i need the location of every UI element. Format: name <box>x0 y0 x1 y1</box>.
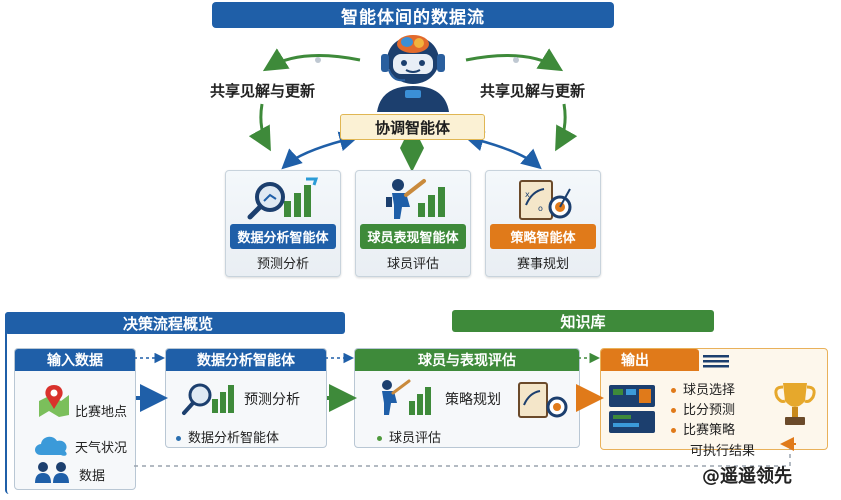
output-item-text: 比赛策略 <box>683 423 736 438</box>
coordinator-label: 协调智能体 <box>340 114 485 140</box>
knowledge-header: 知识库 <box>452 310 714 332</box>
dashboard-screens-icon <box>609 385 655 433</box>
analysis-bullet-text: 数据分析智能体 <box>188 431 280 446</box>
output-item-player-selection: 球员选择 <box>671 379 735 398</box>
bullet-dot <box>671 388 676 393</box>
output-item-actionable-result: 可执行结果 <box>690 444 756 459</box>
player-eval-bullet-text: 球员评估 <box>389 431 442 446</box>
strategy-board-target-icon: x o <box>519 180 572 220</box>
output-header: 输出 <box>601 349 699 371</box>
trophy-icon <box>774 383 816 425</box>
players-icon <box>35 462 69 483</box>
cloud-icon <box>35 436 67 456</box>
player-eval-box: 球员与表现评估 策略规划 球员评估 <box>354 348 580 448</box>
decision-header: 决策流程概览 <box>5 312 345 334</box>
batter-chart-icon <box>386 179 445 219</box>
bullet-dot <box>176 436 181 441</box>
player-eval-main: 策略规划 <box>445 392 501 408</box>
agent-label: 球员表现智能体 <box>360 224 466 249</box>
agent-label: 数据分析智能体 <box>230 224 336 249</box>
agent-label: 策略智能体 <box>490 224 596 249</box>
input-item-data: 数据 <box>79 469 106 484</box>
output-item-text: 比分预测 <box>683 403 736 418</box>
batter-chart-icon <box>382 379 431 415</box>
agent-subtitle: 球员评估 <box>386 257 439 272</box>
svg-text:x: x <box>525 190 530 199</box>
menu-lines-icon <box>703 355 729 368</box>
card-player-performance-agent: 球员表现智能体 球员评估 <box>355 170 471 277</box>
output-item-text: 球员选择 <box>683 383 736 398</box>
robot-coordinator-icon <box>377 35 449 112</box>
output-box: 输出 球员选择 比分预测 比赛策略 <box>600 348 828 450</box>
magnifier-chart-icon <box>182 383 234 415</box>
agent-subtitle: 预测分析 <box>256 257 309 272</box>
output-item-match-strategy: 比赛策略 <box>671 419 735 438</box>
bullet-dot <box>377 436 382 441</box>
card-strategy-agent: x o 策略智能体 赛事规划 <box>485 170 601 277</box>
watermark: @遥遥领先 <box>702 466 792 487</box>
agent-subtitle: 赛事规划 <box>516 257 569 272</box>
map-pin-icon <box>39 385 69 417</box>
input-data-header: 输入数据 <box>15 349 135 371</box>
input-item-venue: 比赛地点 <box>75 405 128 420</box>
title-banner: 智能体间的数据流 <box>212 2 614 28</box>
analysis-main: 预测分析 <box>244 392 300 408</box>
share-insights-right: 共享见解与更新 <box>480 82 586 100</box>
analysis-bullet: 数据分析智能体 <box>176 427 279 446</box>
analysis-box: 数据分析智能体 预测分析 数据分析智能体 <box>165 348 327 448</box>
share-insights-left: 共享见解与更新 <box>210 82 316 100</box>
analysis-header: 数据分析智能体 <box>166 349 326 371</box>
player-eval-bullet: 球员评估 <box>377 427 441 446</box>
svg-text:o: o <box>538 204 543 213</box>
player-eval-header: 球员与表现评估 <box>355 349 579 371</box>
bullet-dot <box>671 428 676 433</box>
card-data-analysis-agent: 数据分析智能体 预测分析 <box>225 170 341 277</box>
bullet-dot <box>671 408 676 413</box>
output-item-score-prediction: 比分预测 <box>671 399 735 418</box>
input-data-box: 输入数据 比赛地点 天气状况 数据 <box>14 348 136 490</box>
input-item-weather: 天气状况 <box>75 441 128 456</box>
magnifier-chart-icon <box>247 177 319 220</box>
strategy-board-target-icon <box>518 382 568 418</box>
